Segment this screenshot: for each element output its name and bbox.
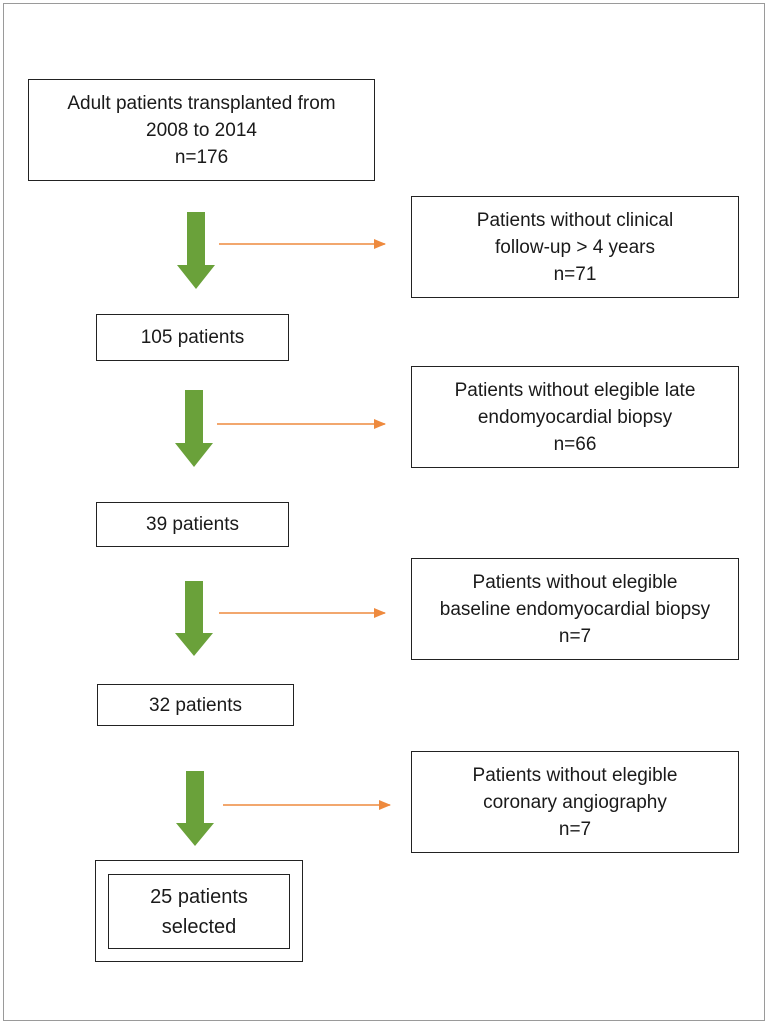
exclusion-box-4-count: n=7 [558,818,592,840]
figure-frame [3,3,765,1021]
exclusion-box-4: Patients without elegible coronary angio… [411,751,739,853]
exclusion-box-2-count: n=66 [553,433,597,455]
down-arrow-1 [177,212,215,289]
exclusion-box-2-line2: endomyocardial biopsy [477,406,673,428]
exclusion-box-1: Patients without clinical follow-up > 4 … [411,196,739,298]
stage-box-3-label: 32 patients [149,694,242,716]
final-box: 25 patients selected [108,874,290,949]
stage-box-2-label: 39 patients [146,514,239,535]
exclusion-box-3: Patients without elegible baseline endom… [411,558,739,660]
final-box-line2: selected [161,915,237,938]
exclusion-box-1-count: n=71 [553,263,597,285]
stage-box-1: 105 patients [96,314,289,361]
exclusion-box-2: Patients without elegible late endomyoca… [411,366,739,468]
exclusion-box-1-line1: Patients without clinical [476,209,674,231]
exclusion-box-3-line1: Patients without elegible [472,571,678,593]
start-box-line2: 2008 to 2014 [146,119,257,141]
start-box-count: n=176 [174,146,229,168]
down-arrow-3 [175,581,213,656]
final-box-line1: 25 patients [150,885,248,908]
stage-box-1-label: 105 patients [140,327,245,348]
exclusion-box-1-line2: follow-up > 4 years [495,236,655,258]
stage-box-2: 39 patients [96,502,289,547]
exclusion-box-2-line1: Patients without elegible late [454,379,696,401]
exclusion-box-3-count: n=7 [558,625,592,647]
down-arrow-2 [175,390,213,467]
exclusion-box-4-line1: Patients without elegible [472,764,678,786]
stage-box-3: 32 patients [97,684,294,726]
start-box: Adult patients transplanted from 2008 to… [28,79,375,181]
down-arrow-4 [176,771,214,846]
start-box-line1: Adult patients transplanted from [67,92,336,114]
exclusion-box-4-line2: coronary angiography [483,791,667,813]
exclusion-box-3-line2: baseline endomyocardial biopsy [439,598,711,620]
